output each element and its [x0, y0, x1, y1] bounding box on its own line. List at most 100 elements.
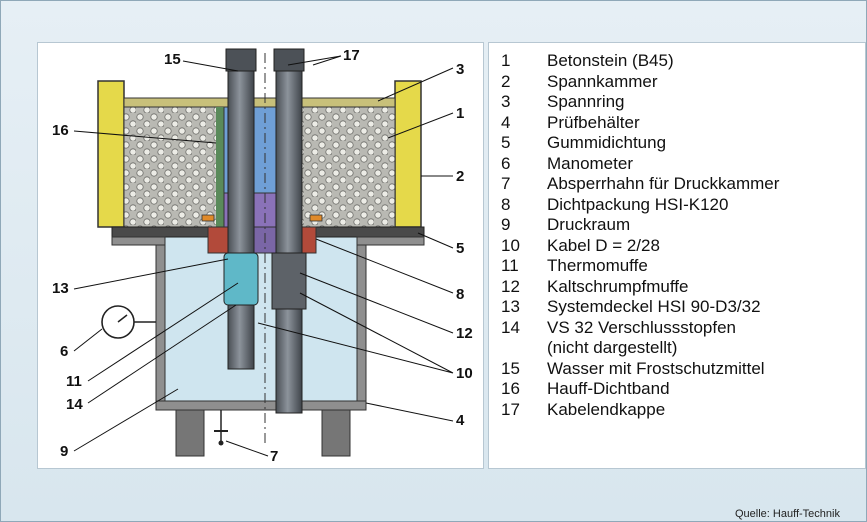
- legend-item: 11 Thermomuffe: [497, 256, 779, 277]
- test-setup-diagram: 15 17 3 1 16 2 5 13 8 12 6 10 11 14 4 9 …: [52, 47, 473, 465]
- water-region: [164, 233, 358, 401]
- legend-text: (nicht dargestellt): [547, 338, 678, 357]
- legend-number: 2: [501, 71, 511, 91]
- legend-item: 6 Manometer: [497, 154, 779, 175]
- container-flange-left: [111, 236, 166, 246]
- legend-text: Dichtpackung HSI-K120: [547, 194, 729, 214]
- legend-item: 3 Spannring: [497, 92, 779, 113]
- callout-1: 1: [456, 105, 464, 122]
- legend-item: 17 Kabelendkappe: [497, 400, 779, 421]
- legend-number: 16: [501, 379, 520, 398]
- source-credit: Quelle: Hauff-Technik: [735, 508, 840, 520]
- legend-item: 16 Hauff-Dichtband: [497, 379, 779, 400]
- legend-text: Kaltschrumpfmuffe: [547, 276, 689, 296]
- legend-number: 4: [501, 112, 511, 132]
- legend-item-continuation: (nicht dargestellt): [497, 338, 779, 359]
- rubber-seal-right: [313, 226, 425, 238]
- clamping-chamber-right: [394, 80, 422, 228]
- callout-5: 5: [456, 240, 464, 257]
- thermo-sleeve: [223, 252, 259, 306]
- legend-text: Absperrhahn für Druckkammer: [547, 174, 780, 193]
- legend-item: 14 VS 32 Verschlussstopfen: [497, 318, 779, 339]
- legend-item: 13 Systemdeckel HSI 90-D3/32: [497, 297, 779, 318]
- legend-text: Betonstein (B45): [547, 51, 674, 70]
- legend-item: 2 Spannkammer: [497, 72, 779, 93]
- diagram-panel: 15 17 3 1 16 2 5 13 8 12 6 10 11 14 4 9 …: [37, 42, 484, 469]
- legend-item: 4 Prüfbehälter: [497, 113, 779, 134]
- container-foot-left: [175, 409, 205, 457]
- leader-lines: [73, 55, 454, 457]
- legend-text: Wasser mit Frostschutzmittel: [547, 358, 765, 378]
- callout-2: 2: [456, 168, 464, 185]
- clamp-left: [201, 214, 215, 222]
- cold-shrink-sleeve: [271, 252, 307, 310]
- callout-9: 9: [60, 443, 68, 460]
- clamping-ring: [123, 97, 396, 108]
- legend-list: 1 Betonstein (B45) 2 Spannkammer 3 Spannrin…: [497, 51, 779, 420]
- sealing-band: [216, 107, 224, 227]
- legend-text: Manometer: [547, 153, 633, 173]
- callout-16: 16: [52, 122, 69, 139]
- legend-number: 11: [501, 256, 519, 275]
- legend-text: Spannkammer: [547, 71, 658, 91]
- legend-text: Kabel D = 2/28: [547, 235, 660, 255]
- stop-valve-knob: [218, 440, 224, 446]
- callout-3: 3: [456, 61, 464, 78]
- legend-item: 9 Druckraum: [497, 215, 779, 236]
- sealing-pack-left: [207, 226, 229, 254]
- container-bottom: [155, 400, 367, 411]
- legend-number: 15: [501, 358, 520, 378]
- legend-item: 10 Kabel D = 2/28: [497, 236, 779, 257]
- legend-number: 13: [501, 297, 520, 316]
- callout-8: 8: [456, 286, 464, 303]
- callout-4: 4: [456, 412, 465, 429]
- cable-right: [275, 50, 303, 414]
- rubber-seal-left: [111, 226, 213, 238]
- legend-panel: 1 Betonstein (B45) 2 Spannkammer 3 Spannrin…: [488, 42, 866, 469]
- legend-text: Gummidichtung: [547, 133, 667, 152]
- callout-17: 17: [343, 47, 360, 64]
- legend-text: VS 32 Verschlussstopfen: [547, 317, 737, 337]
- legend-text: Thermomuffe: [547, 256, 648, 275]
- legend-item: 15 Wasser mit Frostschutzmittel: [497, 359, 779, 380]
- legend-number: 17: [501, 399, 520, 419]
- clamping-chamber-left: [97, 80, 125, 228]
- legend-number: 12: [501, 276, 520, 296]
- legend-number: 5: [501, 133, 511, 152]
- legend-text: Kabelendkappe: [547, 399, 666, 419]
- manometer-needle: [117, 314, 128, 323]
- container-wall-left: [155, 238, 166, 410]
- legend-text: Hauff-Dichtband: [547, 379, 670, 398]
- container-foot-right: [321, 409, 351, 457]
- legend-item: 1 Betonstein (B45): [497, 51, 779, 72]
- callout-12: 12: [456, 325, 473, 342]
- legend-text: Druckraum: [547, 215, 631, 234]
- legend-number: 3: [501, 92, 511, 111]
- callout-6: 6: [60, 343, 68, 360]
- clamp-right: [309, 214, 323, 222]
- legend-item: 12 Kaltschrumpfmuffe: [497, 277, 779, 298]
- legend-number: 7: [501, 174, 511, 193]
- callout-14: 14: [66, 396, 83, 413]
- legend-text: Spannring: [547, 92, 625, 111]
- legend-number: 9: [501, 215, 511, 234]
- callout-15: 15: [164, 51, 181, 68]
- legend-item: 5 Gummidichtung: [497, 133, 779, 154]
- concrete-block-right: [299, 104, 396, 228]
- cable-left: [227, 50, 255, 370]
- legend-number: 14: [501, 317, 520, 337]
- legend-number: 10: [501, 235, 520, 255]
- callout-7: 7: [270, 448, 278, 465]
- cable-end-cap-left: [225, 48, 257, 72]
- callout-11: 11: [66, 373, 82, 390]
- legend-text: Prüfbehälter: [547, 112, 640, 132]
- container-flange-right: [356, 236, 425, 246]
- cable-end-cap-right: [273, 48, 305, 72]
- legend-number: 1: [501, 51, 511, 70]
- legend-text: Systemdeckel HSI 90-D3/32: [547, 297, 761, 316]
- callout-13: 13: [52, 280, 69, 297]
- legend-item: 7 Absperrhahn für Druckkammer: [497, 174, 779, 195]
- callout-10: 10: [456, 365, 473, 382]
- legend-number: 6: [501, 153, 511, 173]
